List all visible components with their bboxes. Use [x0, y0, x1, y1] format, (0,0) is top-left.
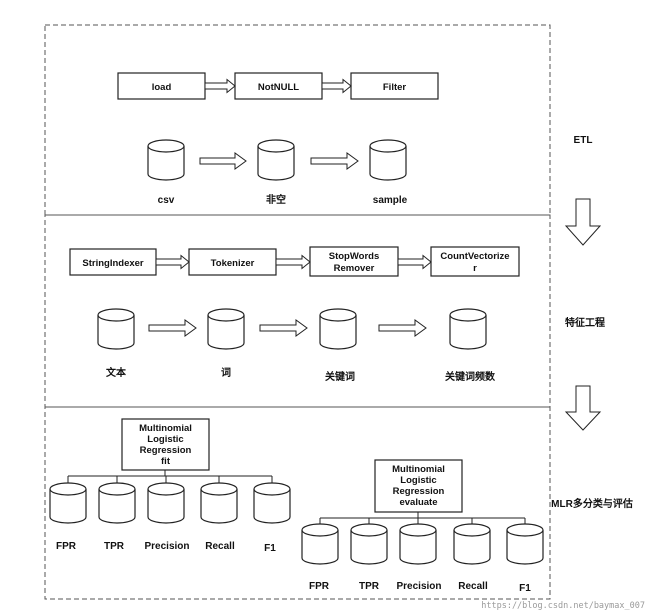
process-label-countvectorize-r: r — [473, 263, 477, 274]
fit-box-line: fit — [161, 456, 171, 467]
metric-label: FPR — [309, 581, 330, 592]
database-icon — [449, 308, 487, 350]
eval-box-line: Multinomial — [392, 464, 445, 475]
arrow-right-icon — [199, 152, 247, 170]
etl-section: load NotNULL Filter csv 非空 sample — [117, 72, 439, 206]
metric-label: Precision — [396, 581, 441, 592]
process-label-countvectorize: CountVectorize — [440, 251, 509, 262]
process-box-mlr-evaluate — [374, 459, 463, 513]
process-label-tokenizer: Tokenizer — [211, 258, 255, 269]
stage-label-etl: ETL — [574, 135, 593, 146]
metric-label: FPR — [56, 541, 77, 552]
database-icon — [506, 523, 544, 565]
eval-box-line: Regression — [393, 486, 445, 497]
metric-label: Recall — [458, 581, 488, 592]
database-icon — [257, 139, 295, 181]
data-label-words: 词 — [221, 366, 231, 379]
database-icon — [453, 523, 491, 565]
arrow-down-icon — [564, 385, 602, 431]
fit-box-line: Multinomial — [139, 423, 192, 434]
arrow-right-icon — [148, 319, 197, 337]
arrow-right-icon — [155, 254, 190, 270]
data-label-nonnull: 非空 — [266, 193, 286, 206]
metric-label: Precision — [144, 541, 189, 552]
mlr-section: Multinomial Logistic Regression fit FPR … — [49, 418, 544, 594]
database-icon — [369, 139, 407, 181]
database-icon — [98, 482, 136, 524]
database-icon — [253, 482, 291, 524]
database-icon — [147, 139, 185, 181]
metric-label: Recall — [205, 541, 235, 552]
database-icon — [200, 482, 238, 524]
metric-label: F1 — [519, 583, 531, 594]
process-box-stringindexer — [69, 248, 157, 276]
arrow-right-icon — [310, 152, 359, 170]
arrow-right-icon — [397, 254, 432, 270]
database-icon — [319, 308, 357, 350]
feature-section-frame — [44, 214, 551, 408]
metric-label: F1 — [264, 543, 276, 554]
fit-box-line: Regression — [140, 445, 192, 456]
stage-label-mlr: MLR多分类与评估 — [551, 497, 633, 510]
feature-section: StringIndexer Tokenizer StopWords Remove… — [69, 246, 520, 383]
process-box-stopwords-remover — [309, 246, 399, 277]
metric-label: TPR — [359, 581, 380, 592]
arrow-right-icon — [204, 78, 236, 94]
arrow-right-icon — [259, 319, 308, 337]
arrow-down-icon — [564, 198, 602, 246]
eval-box-line: evaluate — [399, 497, 437, 508]
data-label-keywords: 关键词 — [325, 370, 355, 383]
database-icon — [49, 482, 87, 524]
process-label-notnull: NotNULL — [258, 82, 299, 93]
metric-label: TPR — [104, 541, 125, 552]
fit-box-line: Logistic — [147, 434, 183, 445]
process-label-load: load — [152, 82, 172, 93]
process-label-filter: Filter — [383, 82, 407, 93]
watermark: https://blog.csdn.net/baymax_007 — [481, 601, 645, 611]
stage-label-features: 特征工程 — [565, 316, 605, 329]
data-label-csv: csv — [158, 195, 175, 206]
data-label-sample: sample — [373, 195, 408, 206]
database-icon — [399, 523, 437, 565]
process-box-countvectorizer — [430, 246, 520, 277]
database-icon — [207, 308, 245, 350]
etl-section-frame — [44, 24, 551, 216]
mlr-section-frame — [44, 406, 551, 600]
arrow-right-icon — [275, 254, 311, 270]
database-icon — [97, 308, 135, 350]
eval-box-line: Logistic — [400, 475, 436, 486]
process-label-remover: Remover — [334, 263, 375, 274]
process-label-stringindexer: StringIndexer — [82, 258, 144, 269]
process-label-stopwords: StopWords — [329, 251, 380, 262]
database-icon — [301, 523, 339, 565]
data-label-keyword-freq: 关键词频数 — [445, 370, 496, 383]
data-label-text: 文本 — [106, 366, 127, 379]
database-icon — [147, 482, 185, 524]
database-icon — [350, 523, 388, 565]
arrow-right-icon — [378, 319, 427, 337]
arrow-right-icon — [321, 78, 352, 94]
